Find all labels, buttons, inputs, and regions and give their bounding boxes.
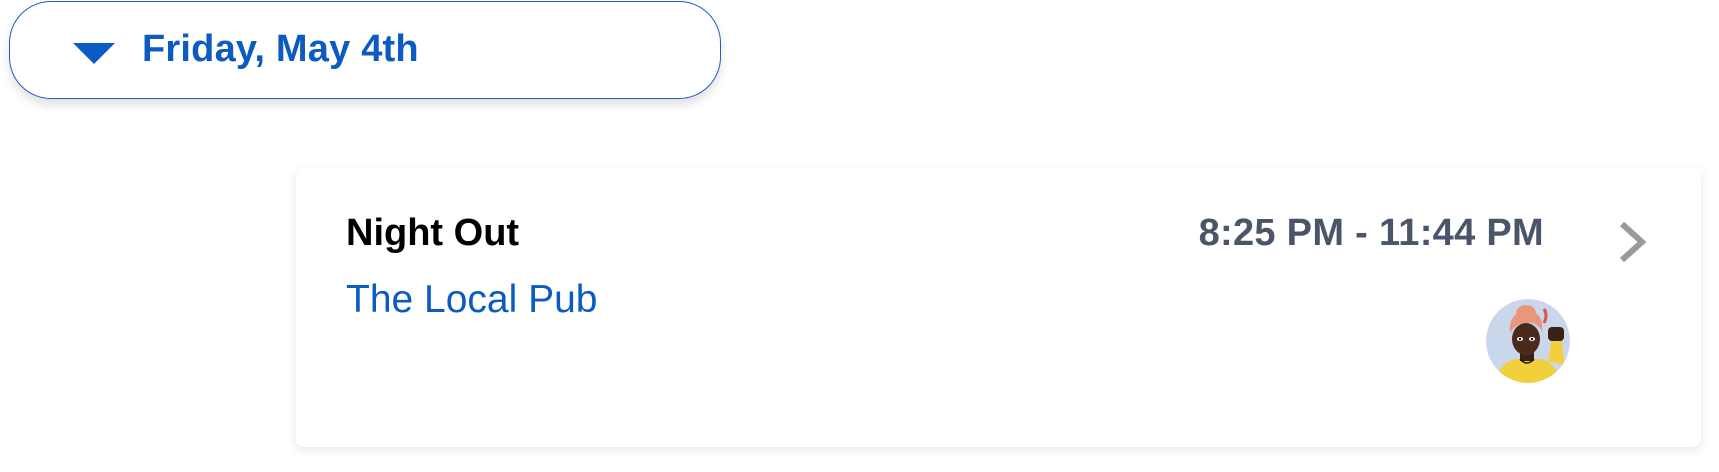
- day-group-header[interactable]: Friday, May 4th: [9, 1, 721, 99]
- day-label: Friday, May 4th: [142, 28, 419, 70]
- chevron-right-icon[interactable]: [1614, 219, 1650, 265]
- event-location[interactable]: The Local Pub: [346, 278, 598, 321]
- attendee-avatar[interactable]: [1486, 299, 1570, 383]
- event-time-range: 8:25 PM - 11:44 PM: [1198, 212, 1544, 254]
- caret-down-icon[interactable]: [73, 43, 115, 64]
- event-title: Night Out: [346, 212, 520, 254]
- event-card[interactable]: Night Out The Local Pub 8:25 PM - 11:44 …: [296, 167, 1701, 447]
